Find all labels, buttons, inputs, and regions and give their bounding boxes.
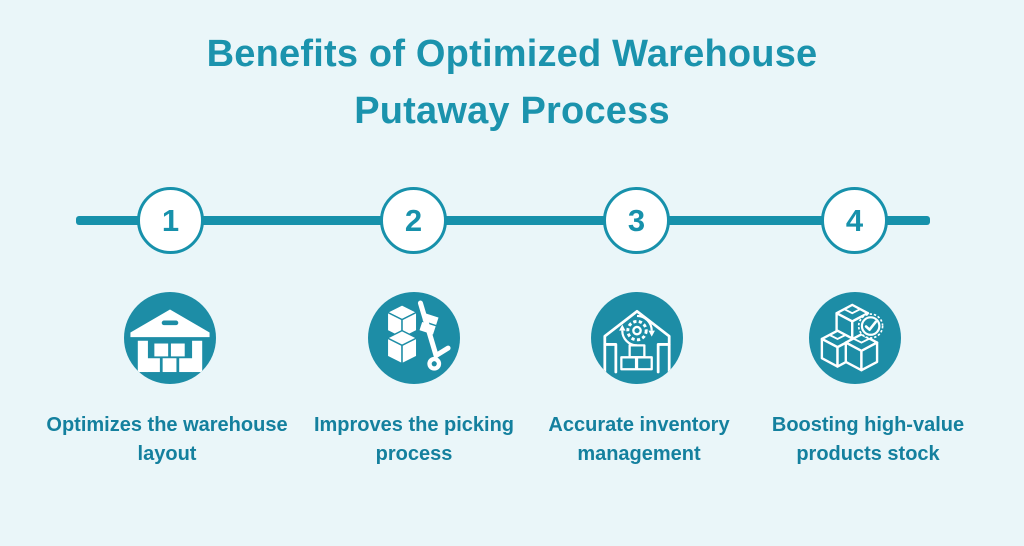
warehouse-gear-icon: [591, 292, 683, 384]
step-number: 3: [627, 202, 646, 238]
step-number: 4: [845, 202, 864, 238]
stacked-boxes-check-icon: [809, 292, 901, 384]
step-number: 2: [404, 202, 423, 238]
step-label: Boosting high-value products stock: [771, 414, 965, 465]
hand-truck-boxes-icon: [368, 292, 460, 384]
step-number-circle: 3: [603, 187, 670, 254]
step-number: 1: [161, 202, 180, 238]
step-label: Improves the picking process: [313, 414, 515, 465]
step-label: Accurate inventory management: [548, 414, 730, 465]
step-number-circle: 2: [380, 187, 447, 254]
step-number-circle: 4: [821, 187, 888, 254]
step-number-circle: 1: [137, 187, 204, 254]
step-label: Optimizes the warehouse layout: [46, 414, 288, 465]
page-title: Benefits of Optimized Warehouse Putaway …: [206, 33, 818, 132]
timeline-line: [76, 216, 930, 225]
warehouse-boxes-icon: [124, 292, 216, 384]
